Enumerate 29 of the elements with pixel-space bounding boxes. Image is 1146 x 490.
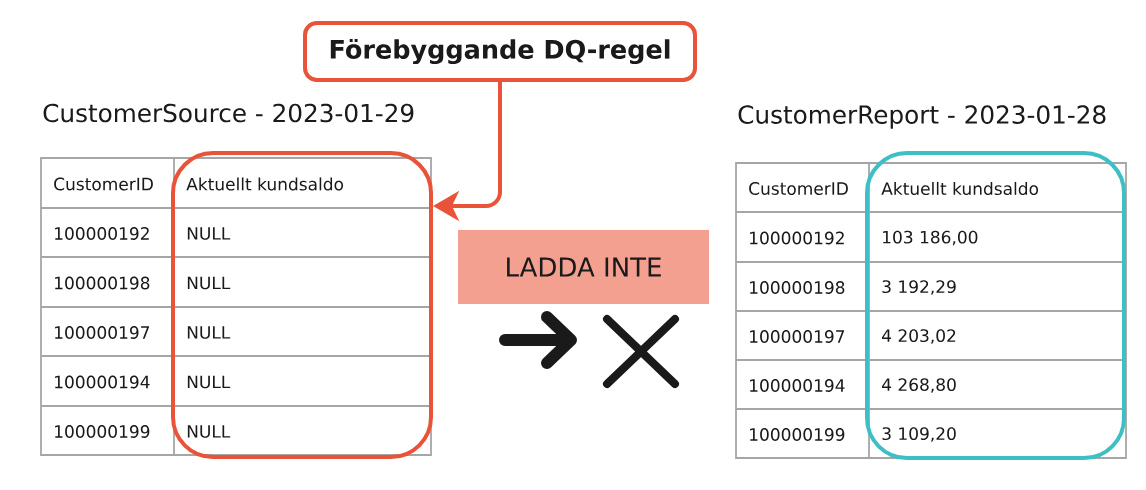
balance-value: NULL [187,276,231,290]
balance-value: 4 268,80 [882,378,956,393]
customer-id: 100000198 [55,276,150,290]
balance-value: NULL [187,326,231,339]
column-header: CustomerID [749,182,848,195]
balance-value: NULL [187,425,231,438]
balance-value: 3 192,29 [882,280,956,295]
customer-id: 100000192 [55,227,149,240]
warning-banner: LADDA INTE [458,230,709,304]
balance-value: NULL [187,227,231,240]
column-header: Aktuellt kundsaldo [881,181,1039,196]
customer-id: 100000194 [55,375,150,389]
highlight-frame [865,151,1126,460]
table-title: CustomerReport - 2023-01-28 [738,105,1106,129]
customer-id: 100000197 [750,330,845,343]
balance-value: 3 109,20 [882,427,956,442]
customer-id: 100000194 [750,379,845,392]
balance-value: 103 186,00 [883,230,978,246]
customer-id: 100000192 [750,231,844,245]
customer-id: 100000199 [55,425,150,438]
customer-id: 100000198 [750,281,845,294]
table-title: CustomerSource - 2023-01-29 [43,103,414,123]
customer-id: 100000197 [55,326,150,339]
customer-id: 100000199 [750,428,845,441]
column-header: CustomerID [54,177,153,191]
highlight-frame [171,151,433,459]
balance-value: NULL [187,375,231,389]
balance-value: 4 203,02 [882,329,956,344]
column-header: Aktuellt kundsaldo [186,177,344,191]
